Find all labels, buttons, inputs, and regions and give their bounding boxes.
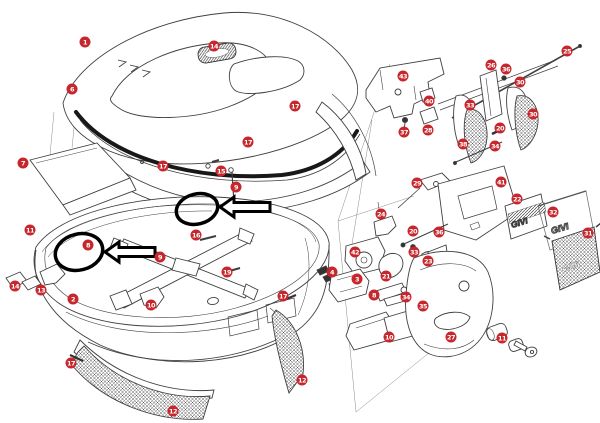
small-plates-drawing (5, 263, 66, 291)
lock-mechanism-drawing (316, 44, 582, 351)
lid-seal-6 (74, 110, 359, 179)
lock-cover-drawing (405, 244, 538, 358)
highlight-callout-2 (174, 191, 272, 227)
givi-logo-plate-32: GIVI (550, 221, 571, 236)
top-case-lid-drawing (62, 11, 361, 231)
logo-plates-drawing: GIVI GIVI GIVI (504, 190, 600, 291)
backrest-plate-drawing (29, 142, 144, 216)
guide-lines (49, 63, 431, 413)
